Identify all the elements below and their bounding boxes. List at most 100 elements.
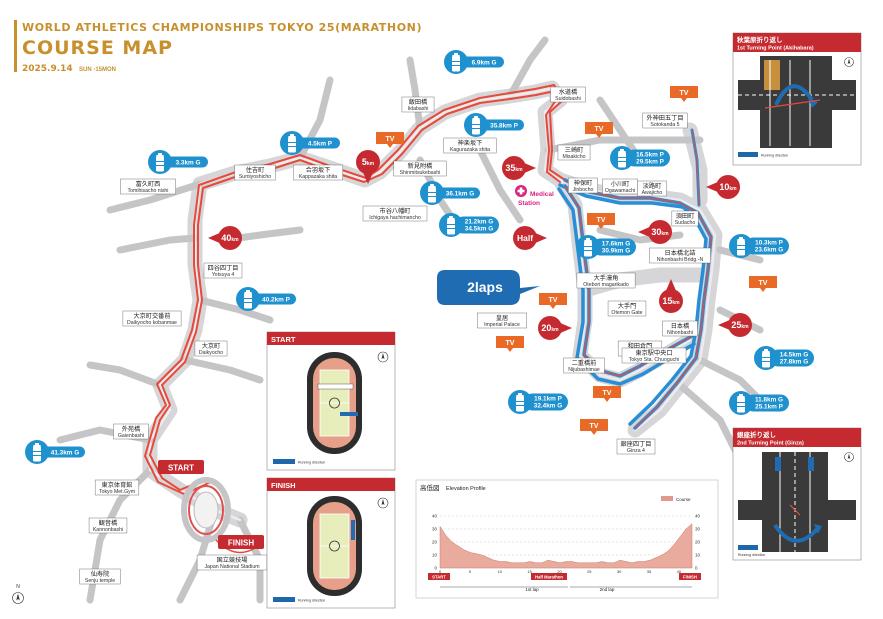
elevation-y-tick: 0 [695, 566, 698, 571]
elevation-y-tick: 30 [695, 527, 701, 532]
header-title-top: WORLD ATHLETICS CHAMPIONSHIPS TOKYO 25(M… [22, 21, 422, 34]
laps-label: 2laps [467, 279, 503, 295]
place-label-jp: 東京駅中央口 [635, 349, 672, 357]
tv-label: TV [590, 423, 599, 430]
water-station-label: 25.1km P [755, 404, 783, 411]
water-station: 4.5km P [280, 131, 340, 155]
water-station-label: 16.5km P [636, 152, 664, 159]
place-label-en: Suidobashi [555, 96, 581, 102]
inset-akihabara-legend-arrow [738, 152, 758, 157]
elevation-title-jp: 高低図 [420, 483, 440, 492]
elevation-area [439, 523, 693, 569]
tv-marker: TV [593, 386, 621, 402]
km-marker: 15km [659, 279, 683, 313]
place-label-en: Imperial Palace [484, 322, 520, 328]
water-station-label: 35.8km P [490, 123, 518, 130]
start-label: START [168, 464, 194, 473]
place-label-en: Awajicho [642, 190, 663, 196]
place-label-jp: 日本橋 [671, 322, 690, 330]
inset-start: START Running direction [266, 331, 396, 471]
elevation-x-tick: 0 [439, 569, 442, 574]
tv-label: TV [595, 126, 604, 133]
elevation-half-tag [531, 573, 567, 580]
place-label-en: Tomihisacho nishi [128, 188, 169, 194]
elevation-x-tick: 10 [497, 569, 502, 574]
place-label-jp: 住吉町 [246, 166, 265, 174]
water-station-label: 4.5km P [308, 141, 333, 148]
km-label: 10km [719, 182, 737, 192]
km-label: 20km [541, 323, 559, 333]
header-date-suffix: SUN -15MON [79, 67, 116, 73]
inset-start-title: START [271, 335, 296, 344]
place-label-jp: 二重橋前 [572, 359, 597, 367]
inset-finish-legend: Running direction [298, 599, 325, 603]
elevation-y-tick: 40 [432, 514, 438, 519]
elevation-y-tick: 10 [432, 553, 438, 558]
water-station: 3.3km G [148, 150, 208, 174]
km-marker: Half [513, 226, 547, 250]
place-label-jp: 合羽坂下 [306, 166, 331, 174]
inset-ginza-title-jp: 銀座折り返し [737, 430, 776, 439]
place-label-jp: 大京町 [202, 342, 221, 350]
water-station-label: 30.9km G [602, 248, 630, 255]
place-label-en: Ichigaya hachimancho [369, 215, 421, 221]
compass-icon [377, 351, 389, 363]
place-label-en: Daikyocho [199, 350, 223, 356]
water-station: 40.2km P [236, 287, 296, 311]
place-label-en: Sotokanda 5 [650, 122, 679, 128]
water-station-label: 34.5km G [465, 226, 493, 233]
water-bottle-icon [737, 394, 745, 413]
header: WORLD ATHLETICS CHAMPIONSHIPS TOKYO 25(M… [14, 20, 422, 74]
inset-start-legend: Running direction [298, 461, 325, 465]
km-label: 5km [362, 157, 375, 167]
water-bottle-icon [428, 184, 436, 203]
place-label-jp: 神保町 [574, 179, 593, 187]
elevation-legend: Course [676, 497, 691, 502]
km-marker: 25km [718, 313, 752, 337]
place-label-en: Sumiyoshicho [239, 174, 271, 180]
place-label-en: Daikyocho kobanmae [127, 320, 177, 326]
water-bottle-icon [762, 349, 770, 368]
tv-label: TV [549, 297, 558, 304]
km-label: 35km [505, 163, 523, 173]
inset-finish: FINISH Running direction [266, 477, 396, 609]
water-bottle-icon [288, 134, 296, 153]
water-station-label: 14.5km G [780, 352, 808, 359]
inset-ginza-title-en: 2nd Turning Point (Ginza) [737, 441, 804, 447]
place-label-en: Kannonbashi [93, 527, 123, 533]
finish-label: FINISH [228, 539, 254, 548]
place-label-en: Yotsuya 4 [212, 272, 235, 278]
inset-ginza-legend-arrow [738, 545, 758, 550]
tv-label: TV [597, 217, 606, 224]
km-marker: 35km [502, 156, 536, 180]
water-bottle-icon [33, 443, 41, 462]
km-marker: 10km [706, 175, 740, 199]
place-label-en: Otemon Gate [611, 310, 642, 316]
header-date: 2025.9.14 [22, 64, 73, 74]
water-bottle-icon [618, 149, 626, 168]
place-label-en: Jinbocho [573, 187, 594, 193]
compass-icon [844, 452, 854, 462]
place-label-en: Nihonbashi Bridg.-N [657, 257, 704, 263]
elevation-y-tick: 0 [434, 566, 437, 571]
elevation-finish: FINISH [683, 574, 697, 579]
water-bottle-icon [244, 290, 252, 309]
place-label-jp: 水道橋 [559, 88, 578, 96]
tv-marker: TV [587, 213, 615, 229]
place-label-jp: 和田倉門 [628, 342, 653, 350]
